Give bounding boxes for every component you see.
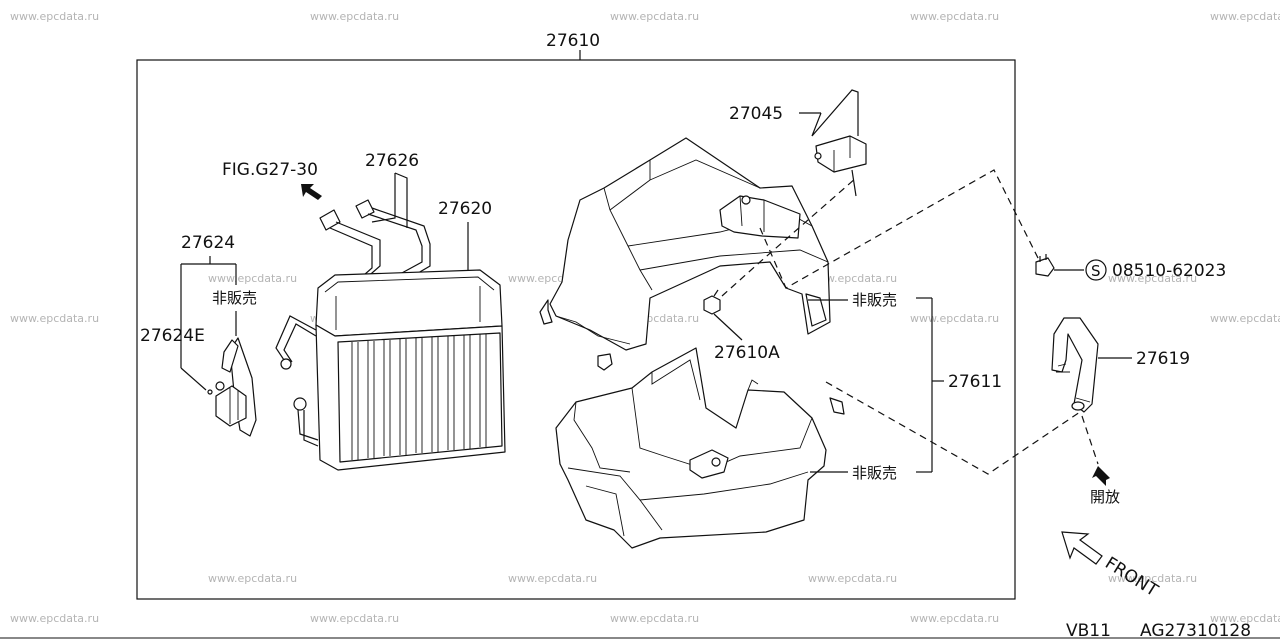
bracket-27045 bbox=[811, 89, 867, 197]
evaporator-core bbox=[275, 269, 506, 471]
watermark: www.epcdata.ru bbox=[508, 572, 597, 585]
watermark: www.epcdata.ru bbox=[610, 612, 699, 625]
label-27624e: 27624E bbox=[140, 326, 205, 346]
dashed-leader-drain bbox=[1081, 415, 1099, 465]
watermark: www.epcdata.ru bbox=[10, 312, 99, 325]
watermark: www.epcdata.ru bbox=[208, 272, 297, 285]
label-27620: 27620 bbox=[438, 199, 492, 219]
label-27610: 27610 bbox=[546, 31, 600, 51]
clip-left bbox=[597, 353, 613, 371]
watermark: www.epcdata.ru bbox=[1210, 10, 1280, 23]
dashed-leader-bracket bbox=[721, 177, 857, 297]
refrigerant-tube bbox=[319, 172, 431, 283]
label-27624: 27624 bbox=[181, 233, 235, 253]
screw-08510 bbox=[1035, 254, 1055, 277]
label-27626: 27626 bbox=[365, 151, 419, 171]
watermark: www.epcdata.ru bbox=[910, 312, 999, 325]
watermark: www.epcdata.ru bbox=[10, 612, 99, 625]
label-27610a: 27610A bbox=[714, 343, 780, 363]
screw-symbol-text: S bbox=[1091, 262, 1101, 280]
label-08510-62023: 08510-62023 bbox=[1112, 261, 1226, 281]
watermark: www.epcdata.ru bbox=[808, 272, 897, 285]
screw-symbol-icon bbox=[1085, 259, 1107, 281]
watermark: www.epcdata.ru bbox=[1108, 272, 1197, 285]
footer-code: AG27310128 bbox=[1140, 621, 1251, 640]
watermark: www.epcdata.ru bbox=[910, 10, 999, 23]
screw-27610a bbox=[703, 289, 721, 315]
label-27045: 27045 bbox=[729, 104, 783, 124]
watermark: www.epcdata.ru bbox=[808, 572, 897, 585]
watermark: www.epcdata.ru bbox=[310, 10, 399, 23]
label-not-for-sale-3: 非販売 bbox=[852, 464, 897, 482]
fig-ref-arrow-icon bbox=[301, 184, 322, 200]
open-arrow-icon bbox=[1092, 466, 1110, 486]
label-open: 開放 bbox=[1090, 488, 1120, 506]
watermark: www.epcdata.ru bbox=[310, 612, 399, 625]
watermark: www.epcdata.ru bbox=[1210, 312, 1280, 325]
lower-case bbox=[555, 347, 827, 549]
assembly-frame bbox=[136, 59, 1016, 600]
watermark: www.epcdata.ru bbox=[1210, 612, 1280, 625]
upper-case bbox=[539, 137, 831, 351]
clip-right bbox=[829, 397, 845, 415]
watermark: www.epcdata.ru bbox=[1108, 572, 1197, 585]
watermark: www.epcdata.ru bbox=[10, 10, 99, 23]
label-fig-ref: FIG.G27-30 bbox=[222, 160, 318, 180]
front-arrow-icon bbox=[1061, 531, 1103, 565]
drain-hose bbox=[1051, 317, 1099, 413]
watermark: www.epcdata.ru bbox=[610, 10, 699, 23]
label-27611: 27611 bbox=[948, 372, 1002, 392]
dashed-leader-screw bbox=[759, 169, 1041, 289]
label-not-for-sale-1: 非販売 bbox=[212, 289, 257, 307]
label-not-for-sale-2: 非販売 bbox=[852, 291, 897, 309]
label-27619: 27619 bbox=[1136, 349, 1190, 369]
watermark: www.epcdata.ru bbox=[208, 572, 297, 585]
expansion-valve bbox=[207, 337, 257, 437]
dashed-leader-hose bbox=[825, 381, 1081, 475]
watermark: www.epcdata.ru bbox=[910, 612, 999, 625]
footer-model: VB11 bbox=[1066, 621, 1111, 640]
